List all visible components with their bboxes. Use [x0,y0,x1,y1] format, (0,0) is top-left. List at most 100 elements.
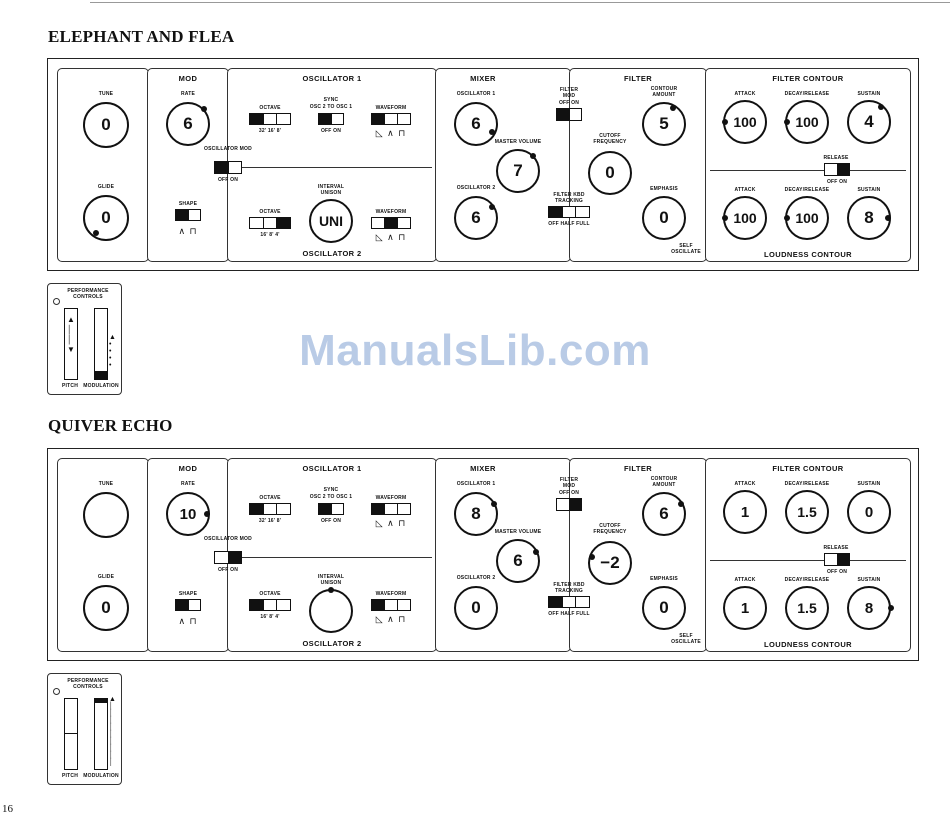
contour-amount-value-2: 6 [659,504,669,523]
waveform1-switch[interactable] [371,113,411,125]
osc2-level-knob-2[interactable]: 0 [454,586,498,630]
osc1-level-knob-2[interactable]: 8 [454,492,498,536]
rate-label-2: RATE [180,481,196,487]
octave2-switch[interactable] [249,217,291,229]
fc-decay-knob-2[interactable]: 1.5 [785,490,829,534]
osc-mod-switch[interactable] [214,161,242,174]
cutoff-knob-2[interactable]: −2 [588,541,632,585]
sync-switch-2[interactable] [318,503,344,515]
release-switch[interactable] [824,163,850,176]
loudness-contour-heading: LOUDNESS CONTOUR [764,250,852,259]
rate-value: 6 [183,114,193,133]
shape-switch-2[interactable] [175,599,201,611]
rate-label: RATE [180,91,196,97]
lc-sustain-value-2: 8 [864,599,874,617]
pitch-wheel-2[interactable] [64,698,78,770]
fc-decay-knob[interactable]: 100 [785,100,829,144]
release-switch-2[interactable] [824,553,850,566]
emphasis-knob-2[interactable]: 0 [642,586,686,630]
waveform2-label: WAVEFORM [375,209,407,215]
lc-sustain-knob-2[interactable]: 8 [847,586,891,630]
mixer-section-2: MIXER OSCILLATOR 1 8 MASTER VOLUME 6 OSC… [435,458,571,652]
shape-label-2: SHAPE [178,591,198,597]
filter-mod-switch[interactable] [556,108,582,121]
waveform1-switch-2[interactable] [371,503,411,515]
lc-decay-value: 100 [795,210,819,226]
interval-value: UNI [318,213,344,229]
lc-attack-knob[interactable]: 100 [723,196,767,240]
octave1-switch-2[interactable] [249,503,291,515]
pitch-wheel-1[interactable]: ▲││▼ [64,308,78,380]
mod-wheel-1[interactable] [94,308,108,380]
fc-sustain-value: 4 [864,112,874,131]
lc-decay-knob-2[interactable]: 1.5 [785,586,829,630]
fc-attack-knob[interactable]: 100 [723,100,767,144]
contour-amount-knob-2[interactable]: 6 [642,492,686,536]
octave2-label-2: OCTAVE [259,591,281,597]
fc-sustain-knob[interactable]: 4 [847,100,891,144]
filter-kbd-switch[interactable] [548,206,590,218]
waveform2-switch[interactable] [371,217,411,229]
perf1-title: PERFORMANCE CONTROLS [67,288,109,300]
sync-switch[interactable] [318,113,344,125]
master-volume-knob-2[interactable]: 6 [496,539,540,583]
osc1-level-knob[interactable]: 6 [454,102,498,146]
filter-mod-switch-2[interactable] [556,498,582,511]
lc-sustain-pointer [885,215,891,221]
glide-label: GLIDE [97,184,115,190]
interval-knob-2[interactable] [309,589,353,633]
osc2-heading: OSCILLATOR 2 [302,249,362,258]
glide-value-2: 0 [101,598,111,617]
patch-2-title: QUIVER ECHO [48,416,173,435]
fc-attack-knob-2[interactable]: 1 [723,490,767,534]
octave2-switch-2[interactable] [249,599,291,611]
contour-amount-label-2: CONTOUR AMOUNT [650,476,678,488]
cutoff-knob[interactable]: 0 [588,151,632,195]
lc-decay-knob[interactable]: 100 [785,196,829,240]
filter-kbd-label: FILTER KBD TRACKING [553,192,585,204]
shape-wave-icons: ∧ ⊓ [178,226,198,236]
fc-decay-label: DECAY/RELEASE [784,91,830,97]
osc-mod-switch-2[interactable] [214,551,242,564]
filter-kbd-switch-2[interactable] [548,596,590,608]
octave1-switch[interactable] [249,113,291,125]
rate-knob-2[interactable]: 10 [166,492,210,536]
perf2-mod-label: MODULATION [83,773,119,779]
osc2-level-knob[interactable]: 6 [454,196,498,240]
glide-value: 0 [101,208,111,227]
lc-attack-knob-2[interactable]: 1 [723,586,767,630]
tune-label: TUNE [98,91,114,97]
glide-knob-2[interactable]: 0 [83,585,129,631]
cutoff-label-2: CUTOFF FREQUENCY [593,523,627,535]
oscillator-section: OSCILLATOR 1 OCTAVE 32' 16' 8' SYNC OSC … [227,68,437,262]
oscillator-section-2: OSCILLATOR 1 OCTAVE 32' 16' 8' SYNC OSC … [227,458,437,652]
lc-attack-label: ATTACK [734,187,756,193]
tune-knob-2[interactable] [83,492,129,538]
osc2-level-value-2: 0 [471,598,481,617]
mod-wheel-2[interactable] [94,698,108,770]
emphasis-knob[interactable]: 0 [642,196,686,240]
perf2-led [53,688,60,695]
contour-section-2: FILTER CONTOUR ATTACK 1 DECAY/RELEASE 1.… [705,458,911,652]
lc-decay-pointer [784,215,790,221]
sync-label-2: SYNC [323,487,339,493]
master-volume-label-2: MASTER VOLUME [494,529,542,535]
pitch-arrow-icon: ▲││▼ [67,315,75,354]
rate-knob[interactable]: 6 [166,102,210,146]
tune-knob[interactable]: 0 [83,102,129,148]
shape-switch[interactable] [175,209,201,221]
self-osc-label-2: SELF OSCILLATE [671,633,701,645]
fc-sustain-knob-2[interactable]: 0 [847,490,891,534]
interval-knob[interactable]: UNI [309,199,353,243]
waveform2-switch-2[interactable] [371,599,411,611]
mixer-heading-2: MIXER [470,464,496,473]
filter-contour-heading-2: FILTER CONTOUR [772,464,844,473]
osc-divider-2 [242,557,432,558]
release-off-on: OFF ON [826,179,848,185]
contour-amount-knob[interactable]: 5 [642,102,686,146]
osc1-mix-label-2: OSCILLATOR 1 [456,481,496,487]
top-rule [90,2,950,3]
perf1-mod-label: MODULATION [83,383,119,389]
fc-sustain-label-2: SUSTAIN [857,481,881,487]
glide-knob[interactable]: 0 [83,195,129,241]
